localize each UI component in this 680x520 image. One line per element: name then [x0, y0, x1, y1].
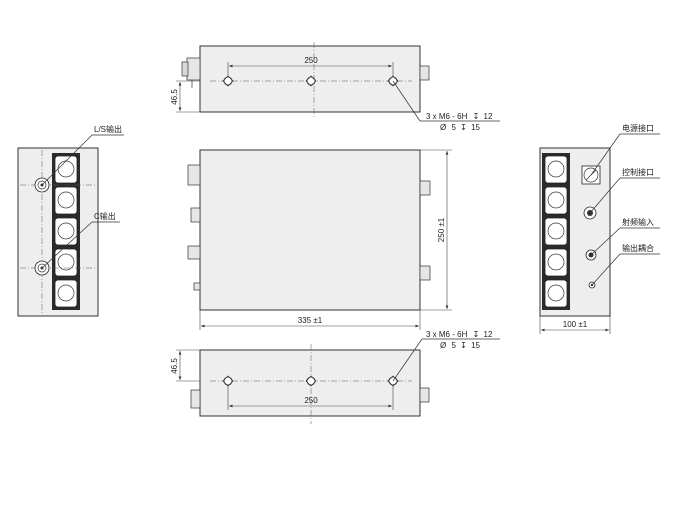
- right-view-fans: [544, 155, 568, 308]
- top-view-hole-note-line2: 5: [451, 123, 456, 132]
- top-view: 250 46.5 3 x M6 - 6H ↧ 12 Ø 5 ↧ 15: [170, 42, 500, 132]
- bottom-view-hole-note-2: Ø 5 ↧ 15: [440, 341, 481, 350]
- depth-symbol: ↧: [473, 112, 480, 121]
- front-view-connector-3: [187, 245, 201, 260]
- label-output-coupling: 输出耦合: [622, 243, 654, 253]
- front-view: 335 ±1 250 ±1: [187, 149, 452, 330]
- front-view-dim-length: 335 ±1: [298, 316, 323, 325]
- diameter-symbol: Ø: [440, 341, 446, 350]
- bottom-view-hole-center: [305, 375, 317, 387]
- top-view-hole-note-depth1: 12: [484, 112, 493, 121]
- depth-symbol: ↧: [460, 341, 467, 350]
- depth-symbol: ↧: [460, 123, 467, 132]
- front-view-connector-2: [190, 207, 201, 223]
- top-view-connector-left: [186, 57, 201, 81]
- bottom-view-hole-note-line1: 3 x M6 - 6H: [426, 330, 468, 339]
- label-control-interface: 控制接口: [622, 167, 654, 177]
- label-rf-input: 射频输入: [622, 217, 654, 227]
- label-c-output: C输出: [94, 211, 116, 221]
- bottom-view-hole-left: [222, 375, 234, 387]
- front-view-dim-width: 250 ±1: [437, 217, 446, 242]
- bottom-view-hole-note-1: 3 x M6 - 6H ↧ 12: [426, 330, 493, 339]
- top-view-hole-center: [305, 75, 317, 87]
- top-view-hole-note-2: Ø 5 ↧ 15: [440, 123, 481, 132]
- front-view-connector-right-bottom: [419, 265, 431, 281]
- right-view-dim-width: 100 ±1: [563, 320, 588, 329]
- front-view-body: [199, 149, 421, 311]
- bottom-view: 250 46.5 3 x M6 - 6H ↧ 12 Ø 5 ↧ 15: [170, 330, 500, 424]
- bottom-view-hole-note-line2: 5: [451, 341, 456, 350]
- bottom-view-hole-note-depth2: 15: [471, 341, 480, 350]
- bottom-view-connector-right: [419, 387, 430, 403]
- top-view-connector-right: [419, 65, 430, 81]
- diameter-symbol: Ø: [440, 123, 446, 132]
- top-view-connector-left-nut: [181, 61, 189, 77]
- left-view: L/S输出 C输出: [17, 124, 124, 317]
- top-view-hole-note-line1: 3 x M6 - 6H: [426, 112, 468, 121]
- top-view-dim-height: 46.5: [170, 89, 179, 105]
- top-view-hole-left: [222, 75, 234, 87]
- front-view-connector-4: [193, 282, 201, 291]
- top-view-hole-note-1: 3 x M6 - 6H ↧ 12: [426, 112, 493, 121]
- front-view-connector-1: [187, 164, 201, 186]
- top-view-dim-hole-span: 250: [304, 56, 318, 65]
- bottom-view-hole-note-depth1: 12: [484, 330, 493, 339]
- right-view: 电源接口 控制接口 射频输入 输出耦合 100 ±1: [539, 123, 660, 334]
- bottom-view-connector-left: [190, 389, 201, 409]
- bottom-view-dim-hole-span: 250: [304, 396, 318, 405]
- depth-symbol: ↧: [473, 330, 480, 339]
- left-view-fans: [54, 155, 78, 308]
- front-view-connector-right-top: [419, 180, 431, 196]
- label-power-interface: 电源接口: [622, 123, 654, 133]
- label-ls-output: L/S输出: [94, 124, 122, 134]
- bottom-view-dim-height: 46.5: [170, 358, 179, 374]
- top-view-hole-note-depth2: 15: [471, 123, 480, 132]
